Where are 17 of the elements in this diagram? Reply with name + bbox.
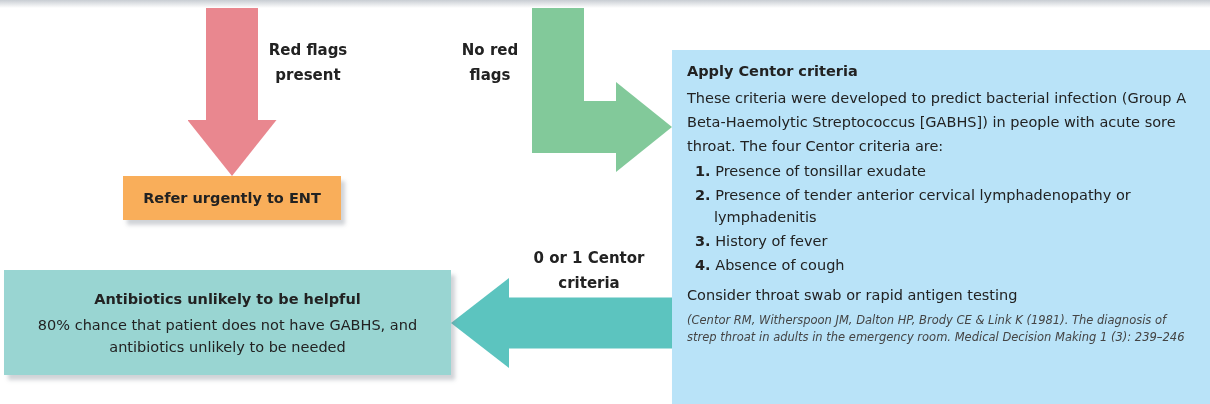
body-text: 80% chance that patient does not have GABHS, and antibiotics unlikely to be needed	[36, 315, 419, 357]
list-item: 3. History of fever	[694, 232, 829, 251]
block-arrow	[532, 8, 672, 172]
box-text: Refer urgently to ENT	[142, 189, 322, 208]
block-arrow	[451, 278, 672, 368]
citation: (Centor RM, Witherspoon JM, Dalton HP, Brody CE & Link K (1981). The diagnosis of strep throat in adults in the emergency room. Medical Decision Making 1 (3): 239–246	[687, 312, 1186, 346]
list-item: 1. Presence of tonsillar exudate	[694, 162, 927, 181]
action-box	[123, 176, 341, 220]
list-item: 2. Presence of tender anterior cervical lymphadenopathy or lymphadenitis	[694, 186, 1132, 227]
list-item: 4. Absence of cough	[694, 256, 846, 275]
heading: Antibiotics unlikely to be helpful	[93, 289, 362, 309]
note-text: Consider throat swab or rapid antigen testing	[687, 286, 1019, 305]
block-arrow	[187, 8, 277, 176]
body-text: These criteria were developed to predict bacterial infection (Group A Beta-Haemolytic Streptococcus [GABHS]) in people with acute sore throat. The four Centor criteria are:	[687, 89, 1188, 156]
outcome-box	[4, 270, 451, 375]
heading: Apply Centor criteria	[687, 62, 859, 81]
criteria-panel	[672, 50, 1210, 404]
